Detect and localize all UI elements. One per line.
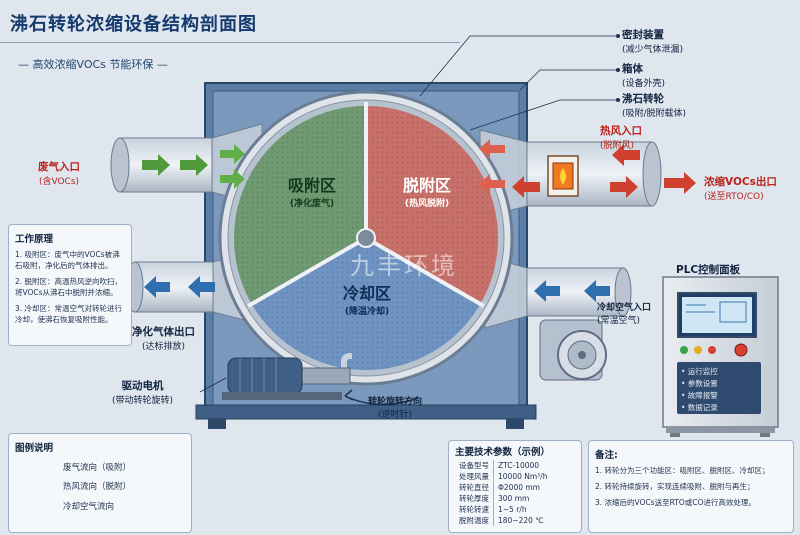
note-item: 2. 转轮持续旋转，实现连续吸附、脱附与再生； [595, 482, 755, 491]
legend-item-waste: 废气流向（吸附） [63, 463, 132, 473]
zone-desorb: 脱附区 (热风脱附) [402, 176, 451, 209]
cooling-air-arrows [144, 276, 610, 302]
plc-item: • 故障报警 [681, 391, 718, 400]
plc-item: • 运行监控 [681, 367, 718, 376]
notes-box: 备注: 1. 转轮分为三个功能区：吸附区、脱附区、冷却区； 2. 转轮持续旋转，… [588, 440, 794, 533]
note-item: 1. 转轮分为三个功能区：吸附区、脱附区、冷却区； [595, 466, 770, 475]
working-principle-box: 工作原理 1. 吸附区：废气中的VOCs被沸石吸附，净化后的气体排出。 2. 脱… [8, 224, 132, 346]
principle-item: 2. 脱附区：高温热风逆向吹扫，将VOCs从沸石中脱附并浓缩。 [15, 277, 123, 297]
callout-hot-air-inlet: 热风入口 (脱附风) [600, 125, 642, 151]
callout-casing: 箱体 (设备外壳) [622, 63, 666, 89]
callout-drive-motor: 驱动电机 (带动转轮旋转) [112, 380, 174, 406]
leader-lines [199, 35, 618, 393]
zeolite-rotor [218, 90, 514, 386]
zone-cool: 冷却区 (降温冷却) [342, 284, 391, 317]
plc-function-list: • 运行监控 • 参数设置 • 故障报警 • 数据记录 [681, 366, 718, 414]
legend-item-hot: 热风流向（脱附） [63, 482, 132, 492]
callout-rotation: 转轮旋转方向 (逆时针) [367, 397, 422, 420]
note-item: 3. 浓缩后的VOCs送至RTO或CO进行高效处理。 [595, 498, 756, 507]
callout-cooling-inlet: 冷却空气入口 (常温空气) [597, 303, 652, 326]
principle-item: 1. 吸附区：废气中的VOCs被沸石吸附，净化后的气体排出。 [15, 250, 120, 270]
plc-item: • 参数设置 [681, 379, 718, 388]
legend-item-cool: 冷却空气流向 [63, 502, 115, 512]
header-divider [0, 42, 460, 43]
hot-air-arrows [479, 139, 696, 198]
drive-motor [222, 353, 352, 400]
waste-gas-arrows [142, 144, 245, 189]
watermark: 九丰环境 [350, 252, 458, 280]
plc-title: PLC控制面板 [676, 264, 741, 276]
plc-item: • 数据记录 [681, 403, 718, 412]
leader-dots [616, 34, 620, 102]
rotation-arrowhead [344, 389, 354, 401]
legend-box: 图例说明 废气流向（吸附） 热风流向（脱附） 冷却空气流向 [8, 433, 192, 533]
page-subtitle: 高效浓缩VOCs 节能环保 [18, 56, 168, 72]
callout-rotor: 沸石转轮 (吸附/脱附载体) [622, 93, 687, 119]
callout-seal: 密封装置 (减少气体泄漏) [622, 29, 684, 55]
plc-cabinet [662, 276, 779, 437]
callout-waste-inlet: 废气入口 (含VOCs) [38, 161, 80, 187]
callout-clean-outlet: 净化气体出口 (达标排放) [132, 326, 195, 352]
principle-item: 3. 冷却区：常温空气对转轮进行冷却，使沸石恢复吸附性能。 [15, 304, 123, 324]
cooling-blower [539, 319, 607, 381]
page-title: 沸石转轮浓缩设备结构剖面图 [10, 14, 257, 35]
zone-adsorb: 吸附区 (净化废气) [287, 176, 336, 209]
callout-concentrated-outlet: 浓缩VOCs出口 (送至RTO/CO) [704, 176, 777, 202]
